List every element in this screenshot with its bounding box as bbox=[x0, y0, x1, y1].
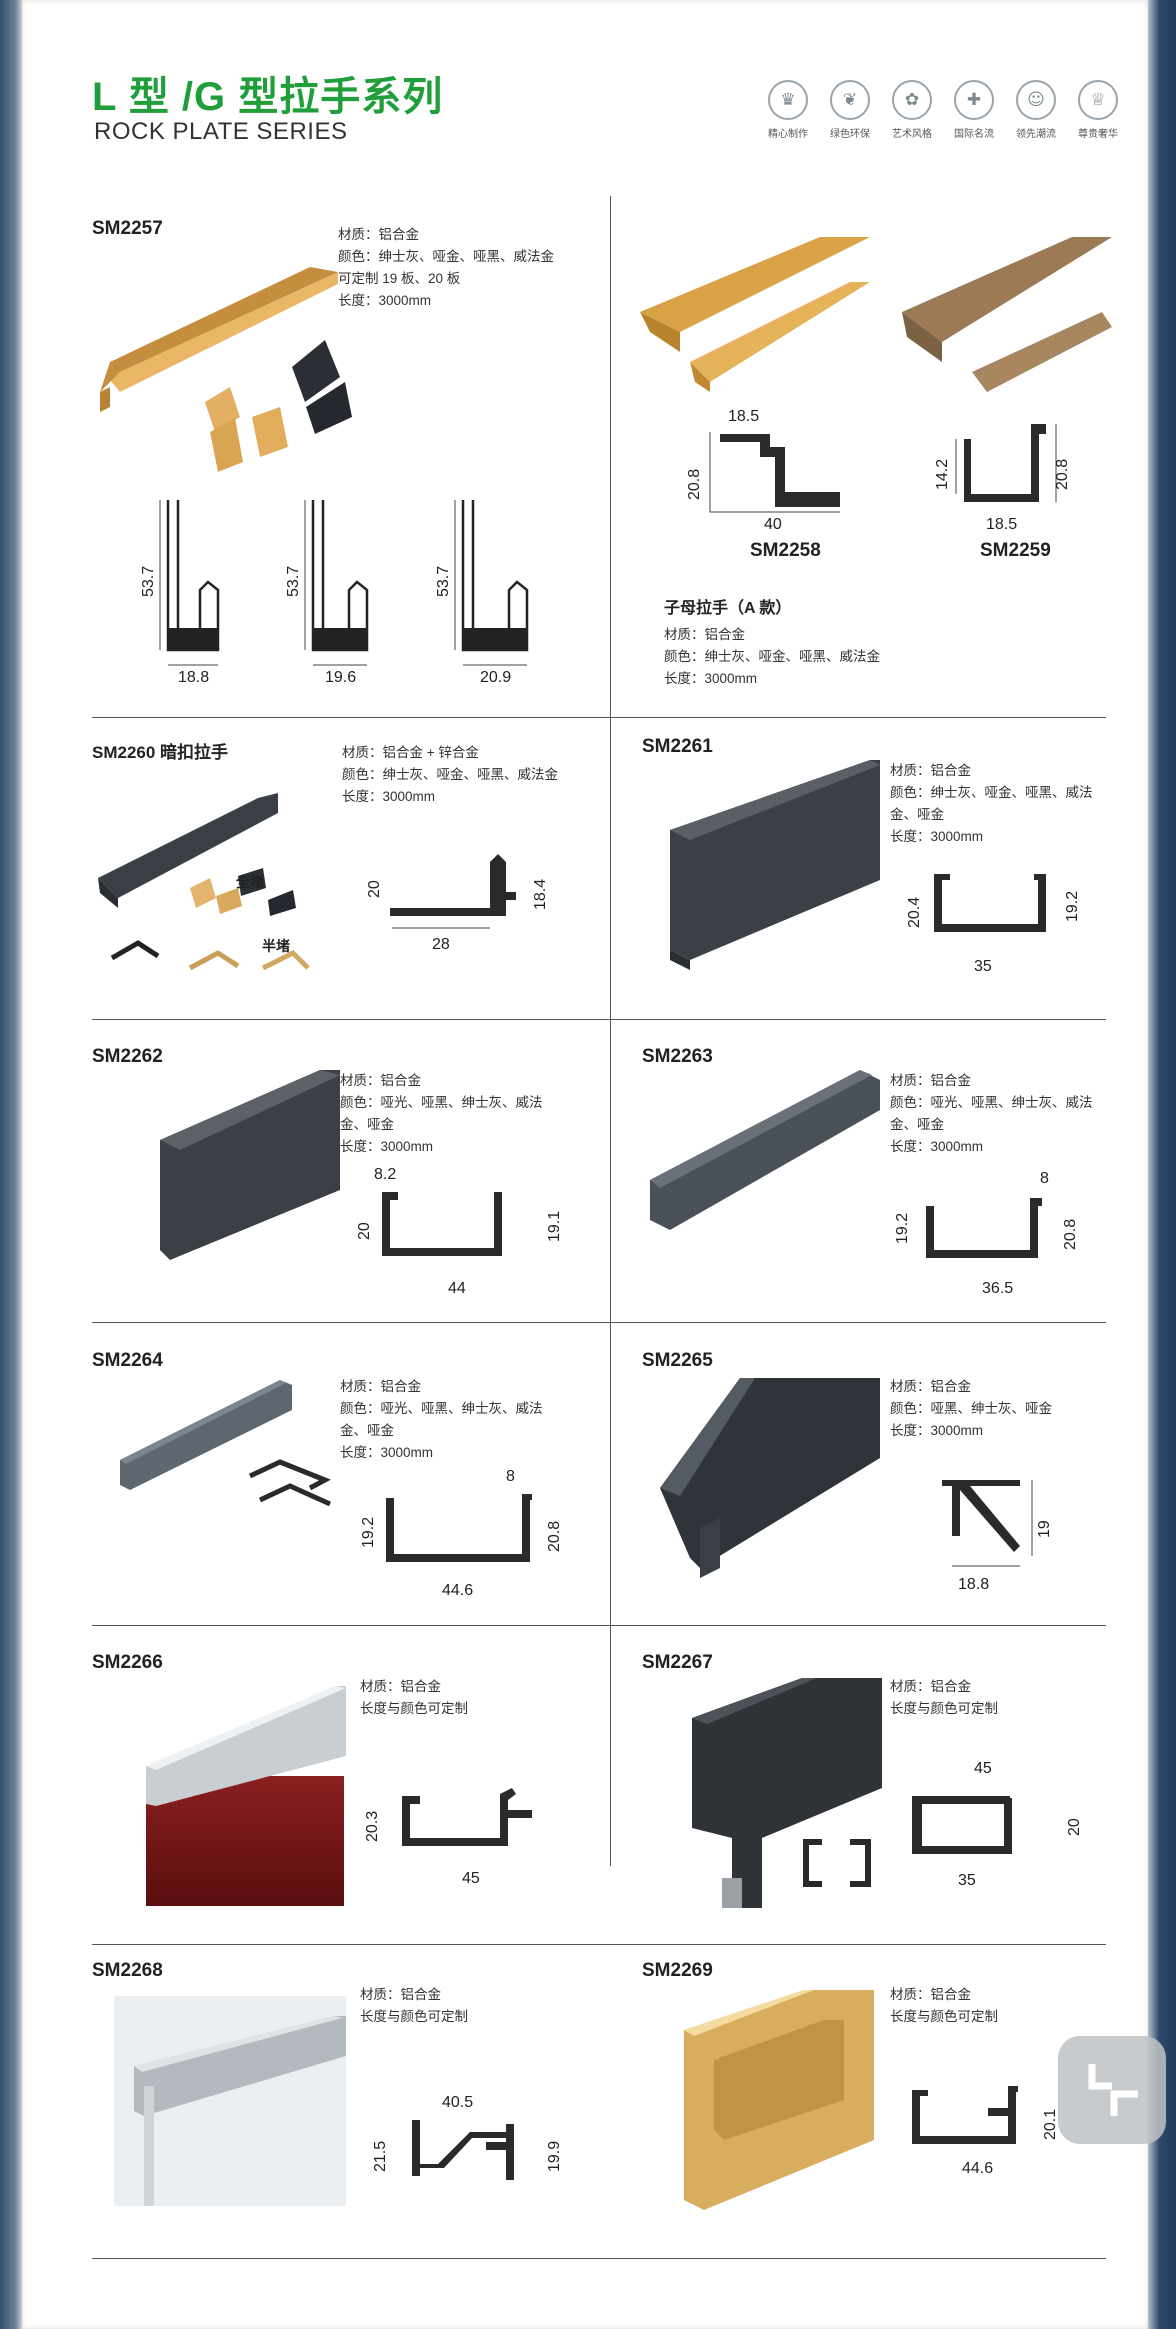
product-spec: 材质：铝合金 颜色：绅士灰、哑金、哑黑、威法金 可定制 19 板、20 板 长度… bbox=[338, 227, 554, 308]
product-spec: 材质：铝合金 长度与颜色可定制 bbox=[890, 1987, 998, 2024]
profile-drawing bbox=[454, 500, 529, 666]
product-photo bbox=[114, 1996, 346, 2206]
profile-drawing bbox=[382, 1192, 502, 1256]
badge-art: ✿艺术风格 bbox=[884, 80, 940, 140]
product-spec: 材质：铝合金 长度与颜色可定制 bbox=[360, 1987, 468, 2024]
feature-badges: ♛精心制作 ❦绿色环保 ✿艺术风格 ✚国际名流 ☺领先潮流 ♕尊贵奢华 bbox=[760, 80, 1126, 140]
product-code: SM2260 暗扣拉手 bbox=[92, 743, 229, 762]
crown-icon: ♕ bbox=[1078, 80, 1118, 120]
profile-drawing bbox=[390, 854, 516, 929]
product-photo bbox=[146, 1686, 346, 1806]
product-code: SM2269 bbox=[642, 1960, 713, 1981]
badge-crafted: ♛精心制作 bbox=[760, 80, 816, 140]
product-code: SM2268 bbox=[92, 1960, 163, 1981]
product-code: SM2257 bbox=[92, 218, 163, 239]
product-code: SM2259 bbox=[980, 540, 1051, 561]
product-photo bbox=[98, 793, 310, 971]
left-edge bbox=[0, 0, 22, 2329]
trophy-icon: ♛ bbox=[768, 80, 808, 120]
profile-drawing bbox=[709, 432, 840, 513]
product-code: SM2267 bbox=[642, 1652, 713, 1673]
product-code: SM2258 bbox=[750, 540, 821, 561]
product-code: SM2266 bbox=[92, 1652, 163, 1673]
profile-drawing bbox=[402, 1788, 532, 1846]
profile-drawing bbox=[159, 500, 220, 666]
profile-drawing bbox=[912, 2086, 1018, 2144]
page-subtitle: ROCK PLATE SERIES bbox=[94, 118, 348, 145]
globe-icon: ✚ bbox=[954, 80, 994, 120]
person-icon: ☺ bbox=[1016, 80, 1056, 120]
badge-global: ✚国际名流 bbox=[946, 80, 1002, 140]
profile-drawing bbox=[803, 1839, 871, 1887]
product-spec: 材质：铝合金 + 锌合金 颜色：绅士灰、哑金、哑黑、威法金 长度：3000mm bbox=[342, 745, 558, 804]
product-photo bbox=[660, 1378, 880, 1578]
profile-drawing bbox=[304, 500, 369, 666]
product-photo bbox=[650, 1070, 880, 1230]
row-divider bbox=[92, 1625, 1106, 1626]
row-divider bbox=[92, 2258, 1106, 2259]
badge-eco: ❦绿色环保 bbox=[822, 80, 878, 140]
profile-drawing bbox=[926, 1198, 1042, 1258]
scroll-corner-icon bbox=[1088, 2064, 1138, 2116]
row-divider bbox=[92, 717, 1106, 718]
profile-drawing bbox=[912, 1796, 1012, 1854]
product-photo bbox=[160, 1070, 340, 1260]
row-divider bbox=[92, 1322, 1106, 1323]
profile-drawing bbox=[942, 1480, 1033, 1567]
leaf-icon: ❦ bbox=[830, 80, 870, 120]
product-spec: 材质：铝合金 颜色：哑黑、绅士灰、哑金 长度：3000mm bbox=[890, 1379, 1052, 1438]
product-spec: 材质：铝合金 颜色：哑光、哑黑、绅士灰、威法 金、哑金 长度：3000mm bbox=[340, 1379, 543, 1460]
row-divider bbox=[92, 1944, 1106, 1945]
column-divider bbox=[610, 196, 611, 1866]
product-code: SM2264 bbox=[92, 1350, 163, 1371]
product-photo bbox=[684, 1990, 874, 2210]
product-spec: 材质：铝合金 长度与颜色可定制 bbox=[360, 1679, 468, 1716]
right-edge bbox=[1148, 0, 1176, 2329]
catalog-page: L 型 /G 型拉手系列 ROCK PLATE SERIES ♛精心制作 ❦绿色… bbox=[22, 0, 1166, 2329]
page-title: L 型 /G 型拉手系列 bbox=[92, 75, 444, 119]
product-photo bbox=[692, 1678, 882, 1908]
badge-trend: ☺领先潮流 bbox=[1008, 80, 1064, 140]
plant-icon: ✿ bbox=[892, 80, 932, 120]
row-divider bbox=[92, 1019, 1106, 1020]
product-photo bbox=[100, 267, 352, 472]
product-code: SM2262 bbox=[92, 1046, 163, 1067]
profile-drawing bbox=[412, 2120, 514, 2180]
scroll-floating-button[interactable] bbox=[1058, 2036, 1166, 2144]
product-code: SM2265 bbox=[642, 1350, 713, 1371]
product-photo bbox=[640, 237, 870, 392]
product-subtitle: 子母拉手（A 款） bbox=[664, 600, 792, 617]
product-spec: 材质：铝合金 颜色：哑光、哑黑、绅士灰、威法 金、哑金 长度：3000mm bbox=[340, 1073, 543, 1154]
product-spec: 材质：铝合金 颜色：哑光、哑黑、绅士灰、威法 金、哑金 长度：3000mm bbox=[890, 1073, 1093, 1154]
product-spec: 材质：铝合金 长度与颜色可定制 bbox=[890, 1679, 998, 1716]
product-photo bbox=[670, 760, 880, 970]
badge-luxury: ♕尊贵奢华 bbox=[1070, 80, 1126, 140]
profile-drawing bbox=[934, 874, 1046, 932]
product-code: SM2263 bbox=[642, 1046, 713, 1067]
profile-drawing bbox=[386, 1494, 532, 1562]
profile-drawing bbox=[955, 424, 1057, 502]
product-spec: 材质：铝合金 颜色：绅士灰、哑金、哑黑、威法金 长度：3000mm bbox=[664, 627, 880, 686]
product-photo bbox=[902, 237, 1112, 392]
product-photo bbox=[120, 1380, 332, 1507]
product-code: SM2261 bbox=[642, 736, 713, 757]
product-spec: 材质：铝合金 颜色：绅士灰、哑金、哑黑、威法 金、哑金 长度：3000mm bbox=[890, 763, 1093, 844]
